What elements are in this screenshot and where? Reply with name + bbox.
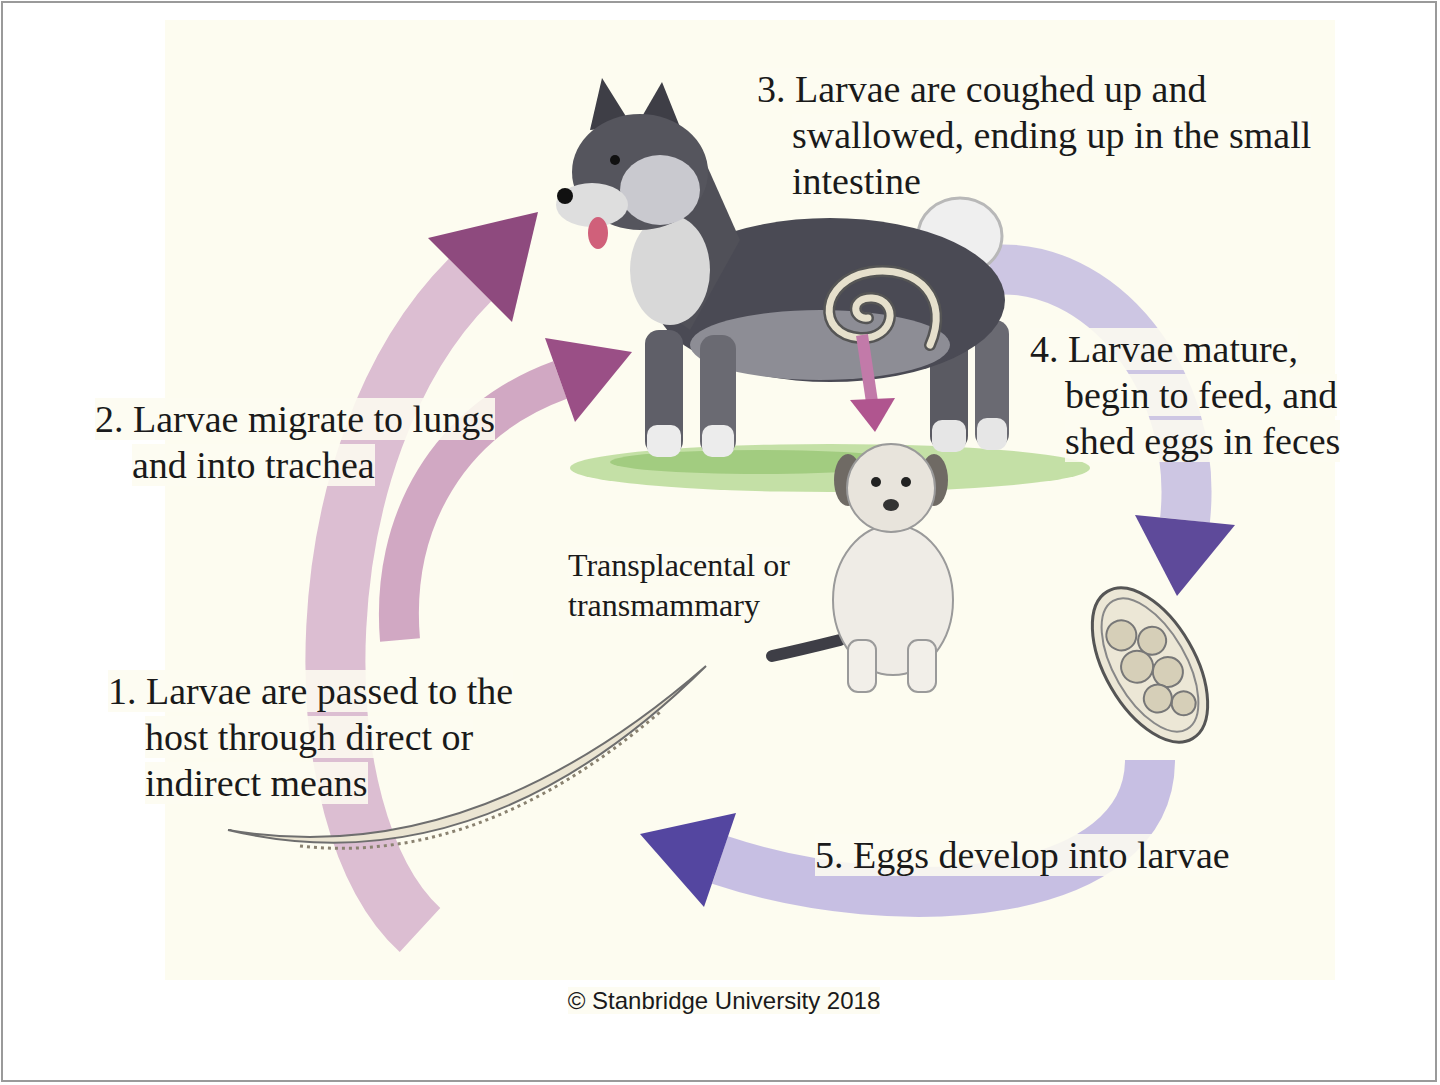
step-label: 2. Larvae migrate to lungs and into trac… [95,396,527,488]
label-text: Transplacental or transmammary [568,547,790,623]
step-label: 4. Larvae mature, begin to feed, and she… [1030,326,1375,464]
label-text: 3. Larvae are coughed up and swallowed, … [757,68,1311,202]
intestinal-worm [829,271,936,345]
label-text: © Stanbridge University 2018 [568,987,881,1014]
step-label: 3. Larvae are coughed up and swallowed, … [757,66,1357,204]
step-label: 5. Eggs develop into larvae [815,832,1335,878]
puppy [772,444,953,692]
transmission-arrow [850,335,895,432]
copyright-note: © Stanbridge University 2018 [4,986,1440,1016]
panel-ground [165,20,1335,980]
step-label: 1. Larvae are passed to the host through… [108,668,548,806]
label-text: 5. Eggs develop into larvae [815,834,1230,876]
label-text: 4. Larvae mature, begin to feed, and she… [1030,328,1340,462]
egg [1069,569,1232,761]
label-text: 1. Larvae are passed to the host through… [108,670,513,804]
transmission-label: Transplacental or transmammary [568,545,830,625]
label-text: 2. Larvae migrate to lungs and into trac… [95,398,495,486]
